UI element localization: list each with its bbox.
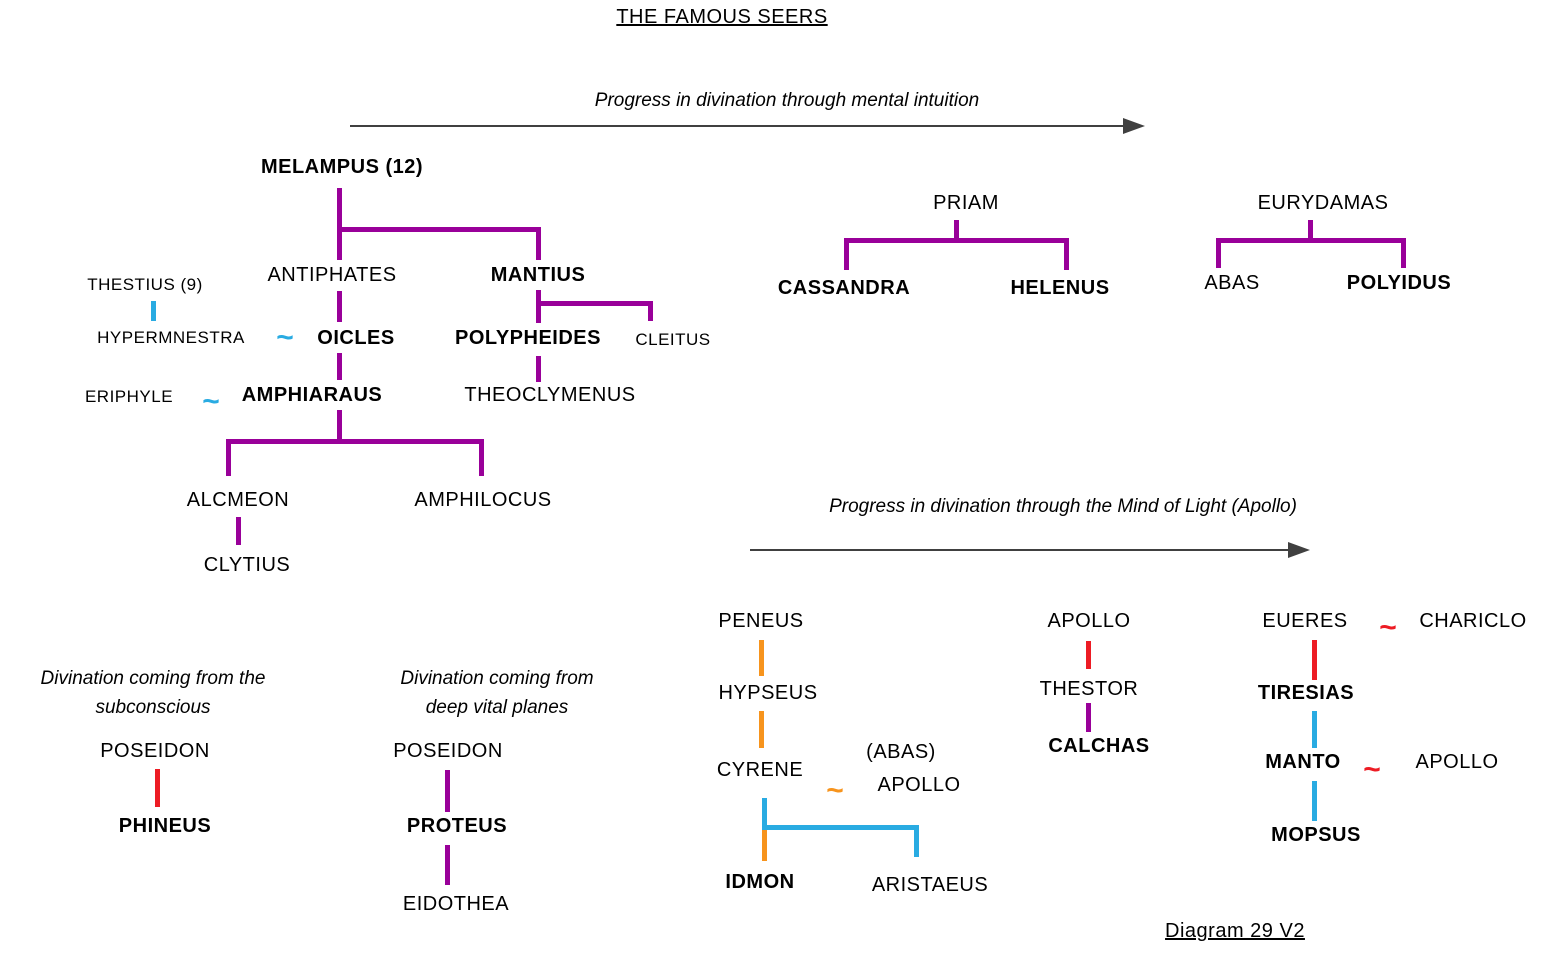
edge-thestor-calchas	[1086, 703, 1091, 732]
node-hypseus: HYPSEUS	[718, 682, 818, 704]
union-icon-manto-apollo: ~	[1363, 753, 1381, 786]
edge-poseidon-proteus	[445, 770, 450, 812]
union-icon-cyrene-apollo: ~	[826, 774, 844, 807]
arrow2-head-icon	[1288, 542, 1310, 558]
node-alcmeon: ALCMEON	[186, 489, 290, 511]
edge-eurydamas-bar	[1216, 238, 1406, 243]
node-apollo-manto: APOLLO	[1415, 751, 1499, 773]
edge-drop-amphilocus	[479, 439, 484, 476]
node-priam: PRIAM	[933, 192, 999, 214]
node-cyrene: CYRENE	[716, 759, 804, 781]
node-cassandra: CASSANDRA	[777, 277, 911, 299]
edge-mantius-polypheides	[536, 290, 541, 323]
node-hypermnestra: HYPERMNESTRA	[97, 328, 245, 347]
edge-drop-idmon	[762, 830, 767, 861]
edge-melampus-stem	[337, 188, 342, 260]
arrow2-line	[750, 549, 1290, 551]
edge-cyrene-stem	[762, 798, 767, 828]
arrow1-label: Progress in divination through mental in…	[594, 90, 980, 111]
node-amphiaraus: AMPHIARAUS	[241, 384, 383, 406]
edge-proteus-eidothea	[445, 845, 450, 885]
node-clytius: CLYTIUS	[203, 554, 291, 576]
edge-cyrene-bar	[762, 825, 919, 830]
edge-drop-polyidus	[1401, 238, 1406, 268]
node-poseidon-2: POSEIDON	[393, 740, 503, 762]
edge-manto-mopsus	[1312, 781, 1317, 821]
edge-polypheides-theoclymenus	[536, 356, 541, 382]
node-poseidon-1: POSEIDON	[100, 740, 210, 762]
node-melampus: MELAMPUS (12)	[260, 156, 424, 178]
edge-priam-stem	[954, 220, 959, 242]
edge-priam-bar	[844, 238, 1069, 243]
edge-hypseus-cyrene	[759, 711, 764, 748]
node-polypheides: POLYPHEIDES	[455, 327, 601, 349]
node-abas: ABAS	[1204, 272, 1260, 294]
node-aristaeus: ARISTAEUS	[871, 874, 989, 896]
edge-melampus-drop-mantius	[536, 227, 541, 260]
edge-oicles-amphiaraus	[337, 353, 342, 380]
node-proteus: PROTEUS	[406, 815, 508, 837]
edge-drop-aristaeus	[914, 825, 919, 857]
edge-amphiaraus-bar	[226, 439, 484, 444]
node-mantius: MANTIUS	[490, 264, 586, 286]
node-antiphates: ANTIPHATES	[267, 264, 397, 286]
node-apollo-cyrene: APOLLO	[877, 774, 961, 796]
edge-peneus-hypseus	[759, 640, 764, 676]
arrow1-head-icon	[1123, 118, 1145, 134]
node-apollo-top: APOLLO	[1047, 610, 1131, 632]
node-eidothea: EIDOTHEA	[402, 893, 510, 915]
arrow1-line	[350, 125, 1125, 127]
node-calchas: CALCHAS	[1048, 735, 1150, 757]
node-peneus: PENEUS	[718, 610, 804, 632]
union-icon-hypermnestra-oicles: ~	[276, 321, 294, 354]
edge-drop-cassandra	[844, 238, 849, 270]
node-eriphyle: ERIPHYLE	[84, 387, 174, 406]
arrow2-label: Progress in divination through the Mind …	[829, 496, 1297, 517]
union-icon-eriphyle-amphiaraus: ~	[202, 385, 220, 418]
edge-amphiaraus-stem	[337, 410, 342, 444]
node-mopsus: MOPSUS	[1271, 824, 1361, 846]
edge-eueres-tiresias	[1312, 640, 1317, 680]
node-eurydamas: EURYDAMAS	[1257, 192, 1389, 214]
edge-drop-helenus	[1064, 238, 1069, 270]
node-phineus: PHINEUS	[118, 815, 212, 837]
node-tiresias: TIRESIAS	[1257, 682, 1355, 704]
edge-apollo-thestor	[1086, 641, 1091, 669]
edge-antiphates-oicles	[337, 291, 342, 322]
edge-mantius-bar	[536, 301, 653, 306]
node-manto: MANTO	[1265, 751, 1341, 773]
caption-vital-planes: Divination coming from deep vital planes	[400, 668, 594, 718]
node-polyidus: POLYIDUS	[1346, 272, 1452, 294]
edge-drop-cleitus	[648, 301, 653, 321]
node-cleitus: CLEITUS	[635, 330, 711, 349]
union-icon-eueres-chariclo: ~	[1379, 611, 1397, 644]
edge-drop-abas	[1216, 238, 1221, 268]
node-theoclymenus: THEOCLYMENUS	[464, 384, 636, 406]
node-thestor: THESTOR	[1039, 678, 1139, 700]
node-amphilocus: AMPHILOCUS	[414, 489, 552, 511]
edge-alcmeon-clytius	[236, 517, 241, 545]
edge-drop-alcmeon	[226, 439, 231, 476]
node-eueres: EUERES	[1262, 610, 1348, 632]
node-idmon: IDMON	[725, 871, 795, 893]
edge-tiresias-manto	[1312, 711, 1317, 748]
diagram-footer-label: Diagram 29 V2	[1165, 920, 1305, 942]
edge-melampus-bar	[337, 227, 541, 232]
edge-eurydamas-stem	[1308, 220, 1313, 242]
node-helenus: HELENUS	[1010, 277, 1110, 299]
page-title: THE FAMOUS SEERS	[616, 6, 828, 28]
node-oicles: OICLES	[317, 327, 395, 349]
node-abas-paren: (ABAS)	[866, 741, 936, 763]
caption-subconscious: Divination coming from the subconscious	[40, 668, 266, 718]
edge-thestius-hypermnestra	[151, 301, 156, 321]
edge-poseidon-phineus	[155, 769, 160, 807]
node-chariclo: CHARICLO	[1419, 610, 1527, 632]
node-thestius: THESTIUS (9)	[87, 275, 203, 294]
